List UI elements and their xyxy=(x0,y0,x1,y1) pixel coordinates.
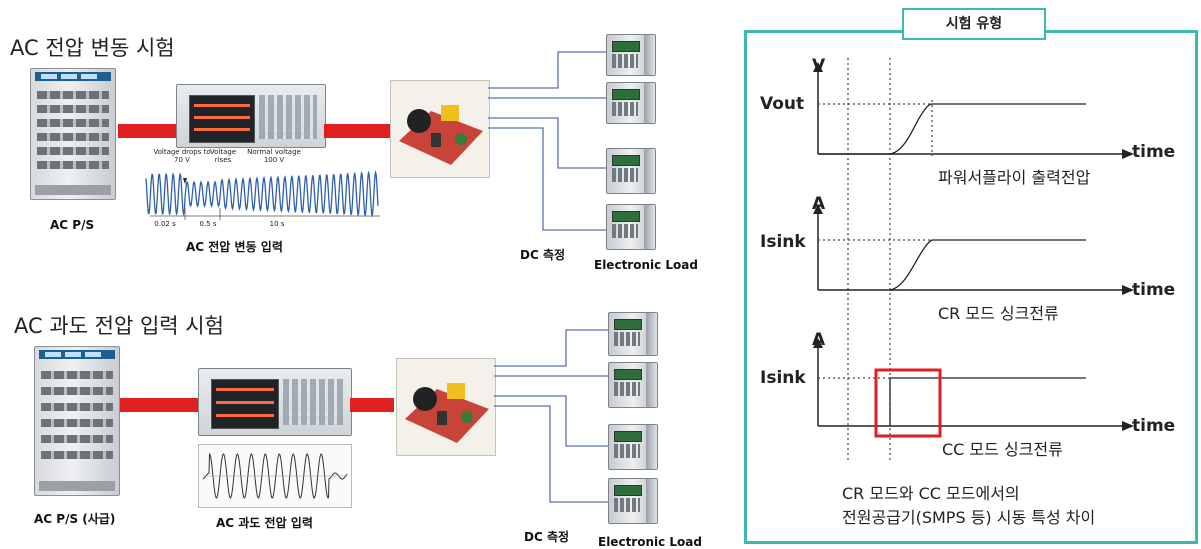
electronic-load-label-bottom: Electronic Load xyxy=(598,535,702,549)
power-analyzer-top xyxy=(176,84,326,148)
graph3-level-label: Isink xyxy=(760,368,806,388)
ac-ps-label-bottom: AC P/S (사급) xyxy=(34,510,115,527)
electronic-load-bottom-1 xyxy=(608,312,658,356)
graph1-caption: 파워서플라이 출력전압 xyxy=(938,164,1090,188)
time-label-3: 10 s xyxy=(262,220,292,228)
graph2-caption: CR 모드 싱크전류 xyxy=(938,300,1059,324)
graph1-time-label: time xyxy=(1132,142,1175,162)
electronic-load-bottom-3 xyxy=(608,424,658,470)
graph1-axis-label: V xyxy=(812,56,825,76)
electronic-load-bottom-4 xyxy=(608,478,658,524)
graph3-caption: CC 모드 싱크전류 xyxy=(942,436,1063,460)
annotation-voltage-drop: Voltage drops to 70 V xyxy=(152,148,212,164)
power-board-top xyxy=(390,80,490,178)
electronic-load-top-4 xyxy=(606,204,656,250)
dc-output-lines-top xyxy=(488,40,608,240)
ac-transient-waveform xyxy=(198,444,352,508)
ac-power-supply-top xyxy=(30,68,116,200)
graph3-axis-label: A xyxy=(812,330,825,350)
graph1-level-label: Vout xyxy=(760,94,804,114)
ac-transient-input-label: AC 과도 전압 입력 xyxy=(216,514,313,531)
time-label-2: 0.5 s xyxy=(193,220,223,228)
electronic-load-top-3 xyxy=(606,148,656,194)
power-board-bottom xyxy=(396,358,496,456)
power-analyzer-bottom xyxy=(198,368,352,436)
cable-bottom-2 xyxy=(350,398,394,412)
cable-bottom-1 xyxy=(120,398,200,412)
dc-measure-label-bottom: DC 측정 xyxy=(524,528,569,545)
graph2-axis-label: A xyxy=(812,194,825,214)
graph2-time-label: time xyxy=(1132,280,1175,300)
top-section-title: AC 전압 변동 시험 xyxy=(10,32,175,62)
graph2-level-label: Isink xyxy=(760,232,806,252)
annotation-voltage-rise: Voltage rises xyxy=(205,148,241,164)
ac-variation-input-label: AC 전압 변동 입력 xyxy=(186,238,283,255)
ac-variation-waveform xyxy=(140,164,384,226)
ac-power-supply-bottom xyxy=(34,346,120,496)
test-type-graphs xyxy=(750,40,1196,460)
cable-top-2 xyxy=(324,124,392,138)
electronic-load-top-1 xyxy=(606,34,656,76)
panel-note-line1: CR 모드와 CC 모드에서의 xyxy=(842,480,1020,504)
time-label-1: 0.02 s xyxy=(150,220,180,228)
ac-ps-label-top: AC P/S xyxy=(50,218,94,232)
graph3-time-label: time xyxy=(1132,416,1175,436)
panel-note-line2: 전원공급기(SMPS 등) 시동 특성 차이 xyxy=(842,504,1095,528)
test-type-tag: 시험 유형 xyxy=(902,8,1046,40)
cable-top-1 xyxy=(118,124,178,138)
electronic-load-top-2 xyxy=(606,82,656,124)
dc-measure-label-top: DC 측정 xyxy=(520,246,565,263)
dc-output-lines-bottom xyxy=(494,318,610,518)
electronic-load-label-top: Electronic Load xyxy=(594,258,698,272)
electronic-load-bottom-2 xyxy=(608,362,658,408)
bottom-section-title: AC 과도 전압 입력 시험 xyxy=(14,310,224,340)
annotation-normal-voltage: Normal voltage 100 V xyxy=(240,148,308,164)
